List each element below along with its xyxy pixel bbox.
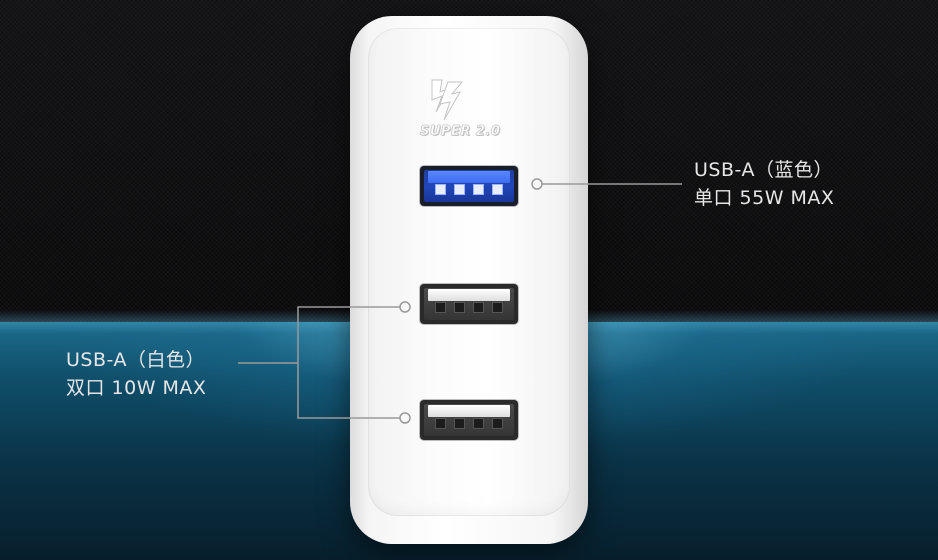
- callout-label-blue: USB-A（蓝色） 单口 55W MAX: [694, 156, 834, 212]
- callout-bracket-white: [297, 306, 400, 419]
- pin: [474, 185, 483, 194]
- usb-a-port-white-2: [420, 400, 518, 440]
- callout-white-line2: 双口 10W MAX: [66, 377, 207, 399]
- pin: [474, 419, 483, 428]
- pin: [436, 185, 445, 194]
- callout-blue-line2: 单口 55W MAX: [694, 187, 835, 209]
- pin: [455, 303, 464, 312]
- usb-a-port-blue: [420, 166, 518, 206]
- pin: [474, 303, 483, 312]
- pin: [493, 419, 502, 428]
- pin: [493, 185, 502, 194]
- usb-a-port-white-1: [420, 284, 518, 324]
- logo-text: SUPER 2.0: [420, 124, 501, 140]
- lightning-bolt-icon: [431, 79, 464, 121]
- callout-white-line1: USB-A（白色）: [66, 349, 205, 371]
- pin: [493, 303, 502, 312]
- pin: [436, 303, 445, 312]
- callout-dot-white-2: [399, 412, 411, 424]
- pin: [436, 419, 445, 428]
- pin: [455, 185, 464, 194]
- callout-blue-line1: USB-A（蓝色）: [694, 159, 833, 181]
- callout-dot-blue: [531, 178, 543, 190]
- pin: [455, 419, 464, 428]
- callout-dot-white-1: [399, 301, 411, 313]
- callout-label-white: USB-A（白色） 双口 10W MAX: [66, 346, 206, 402]
